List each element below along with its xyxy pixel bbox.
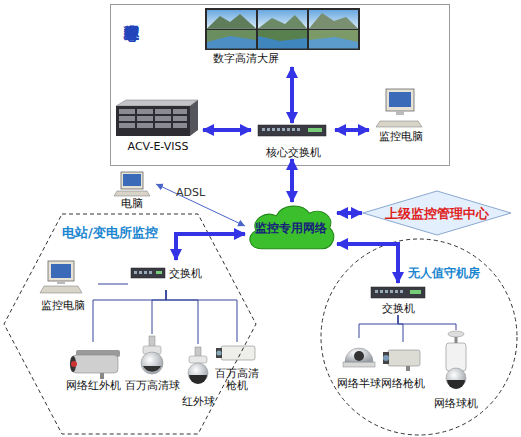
hd-bullet-icon [216, 346, 255, 360]
pc-icon [376, 89, 422, 127]
monitor-pc: 监控电脑 [28, 258, 98, 312]
adsl-link [156, 184, 245, 226]
ir-camera-icon [70, 350, 120, 379]
ir-dome-icon [188, 347, 208, 384]
edge-label: ADSL [176, 187, 205, 199]
node-label: 监控电脑 [369, 131, 433, 143]
network-arrow [337, 244, 398, 283]
hd-bullet-camera: 百万高清枪机 [214, 342, 260, 392]
node-label: 百万高清枪机 [214, 368, 260, 392]
camera-cable [359, 315, 398, 338]
superior-center-diamond: 上级监控管理中心 [362, 190, 512, 236]
ellipse-shape [321, 239, 517, 435]
switch-box: 交换机 [360, 283, 436, 315]
hexagon-outline [2, 213, 258, 435]
diamond-shape [363, 191, 511, 235]
ir-dome-camera: 红外球 [180, 344, 216, 408]
node-label: 交换机 [169, 268, 202, 280]
node-label: 监控专用网络 [245, 221, 337, 235]
switch-icon [371, 287, 425, 298]
network-arrow [335, 128, 369, 132]
node-label: 数字高清大屏 [213, 53, 279, 65]
camera-cable [93, 290, 166, 342]
node-label: 红外球 [180, 396, 216, 408]
video-wall: 数字高清大屏 [201, 7, 366, 67]
dome-camera-icon [446, 331, 466, 389]
node-label: 网络红外机 [60, 380, 126, 392]
camera-cable [152, 290, 166, 334]
network-arrow [337, 211, 362, 215]
node-label: 交换机 [360, 303, 436, 315]
switch-icon [131, 268, 165, 278]
dome-camera: 网络球机 [430, 330, 482, 410]
half-dome-camera: 网络半球 [332, 338, 386, 390]
bullet-camera-icon [383, 350, 420, 371]
bullet-camera: 网络枪机 [378, 342, 428, 390]
camera-cable [166, 290, 237, 342]
node-label: 核心交换机 [251, 147, 335, 159]
node-label: 百万高清球 [122, 380, 182, 392]
node-label: ACV-E-VISS [113, 141, 203, 153]
hexagon-shape [4, 214, 256, 434]
node-label: 网络枪机 [378, 378, 428, 390]
camera-cable [166, 290, 198, 344]
node-label: 监控电脑 [28, 300, 98, 312]
video-wall-icon [205, 8, 360, 50]
server-box: ACV-E-VISS [113, 97, 203, 153]
group-title: 无人值守机房 [408, 266, 480, 280]
network-arrow [290, 67, 294, 123]
switch-box: 交换机 [128, 260, 204, 290]
camera-cable [98, 284, 128, 285]
hd-dome-camera: 百万高清球 [122, 334, 182, 392]
remote-pc: 电脑 [108, 170, 156, 210]
node-label: 电脑 [108, 198, 156, 210]
network-arrow [203, 128, 251, 132]
monitor-pc: 监控电脑 [369, 87, 433, 143]
core-switch: 核心交换机 [251, 123, 335, 159]
server-icon [116, 100, 198, 136]
ir-camera: 网络红外机 [60, 342, 126, 392]
network-cloud: 监控专用网络 [245, 202, 337, 254]
group-title: 电站/变电所监控 [62, 225, 158, 240]
node-label: 上级监控管理中心 [362, 206, 512, 221]
machine-room-circle: 无人值守机房交换机网络半球网络枪机网络球机 [320, 238, 518, 436]
pc-icon [40, 261, 82, 293]
network-arrow [290, 159, 294, 202]
center-frame: 监控管理中心数字高清大屏ACV-E-VISS核心交换机监控电脑 [110, 4, 450, 166]
half-dome-icon [343, 348, 375, 367]
substation-hexagon: 电站/变电所监控交换机监控电脑网络红外机百万高清球红外球 百万高清枪机 [2, 213, 258, 435]
hd-dome-icon [141, 336, 163, 374]
network-arrow [176, 234, 245, 260]
camera-cable [398, 315, 456, 330]
node-label: 网络半球 [332, 378, 386, 390]
node-label: 网络球机 [430, 398, 482, 410]
camera-cable [398, 315, 403, 342]
pc-icon [114, 172, 150, 196]
core-switch-icon [258, 125, 326, 136]
